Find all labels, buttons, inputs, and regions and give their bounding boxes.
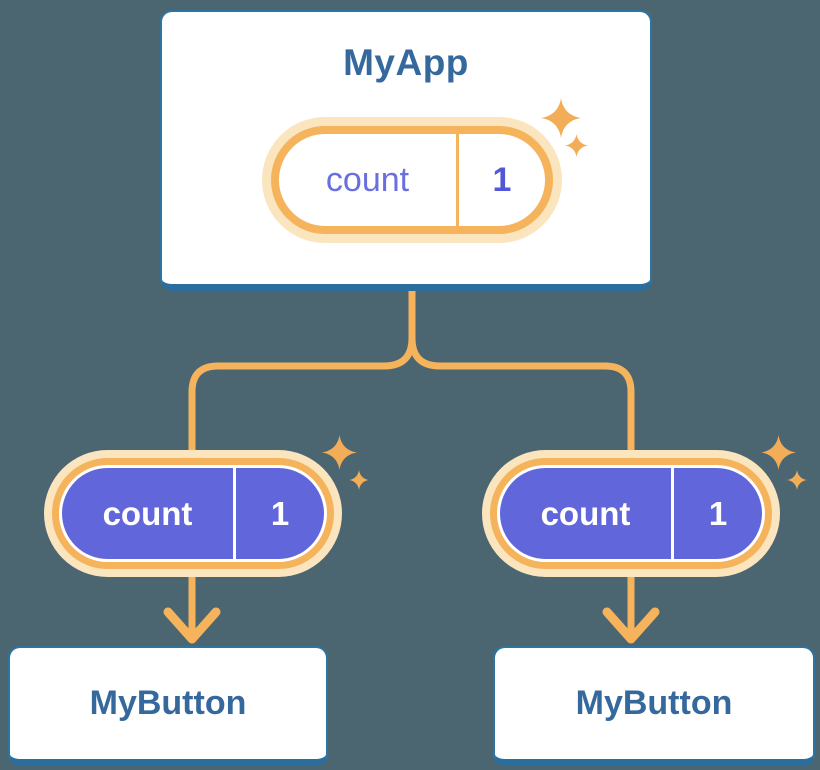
prop-pill-right: count 1 [482,450,780,577]
prop-pill-left: count 1 [44,450,342,577]
sparkle-icon [322,435,357,470]
sparkle-icon [541,98,581,138]
prop-value-label: 1 [708,494,728,532]
state-pill-ring: count 1 [271,126,553,234]
prop-key-segment: count [500,468,671,559]
child-component-title: MyButton [89,684,247,722]
prop-key-segment: count [62,468,233,559]
child-component-node-left: MyButton [8,646,328,766]
prop-pill-ring: count 1 [52,458,334,569]
prop-pill-body: count 1 [500,468,762,559]
sparkle-icon [349,470,369,490]
pill-divider [233,468,236,559]
prop-value-segment: 1 [674,468,762,559]
prop-key-label: count [102,494,193,532]
pill-divider [456,134,459,226]
prop-pill-body: count 1 [62,468,324,559]
state-key-segment: count [279,134,456,226]
arrow-down-icon [163,607,221,644]
sparkle-icon [565,134,588,157]
prop-pill-ring: count 1 [490,458,772,569]
root-component-title: MyApp [343,42,469,83]
connector-right-branch [408,289,635,641]
prop-value-label: 1 [270,494,290,532]
sparkle-icon [787,470,807,490]
state-value-segment: 1 [459,134,545,226]
child-component-title: MyButton [575,684,733,722]
state-key-label: count [325,160,410,199]
pill-divider [671,468,674,559]
state-pill: count 1 [262,117,562,243]
prop-key-label: count [540,494,631,532]
arrow-down-icon [602,607,660,644]
sparkle-icon [761,435,796,470]
state-value-label: 1 [492,160,512,199]
prop-value-segment: 1 [236,468,324,559]
child-component-node-right: MyButton [493,646,815,766]
